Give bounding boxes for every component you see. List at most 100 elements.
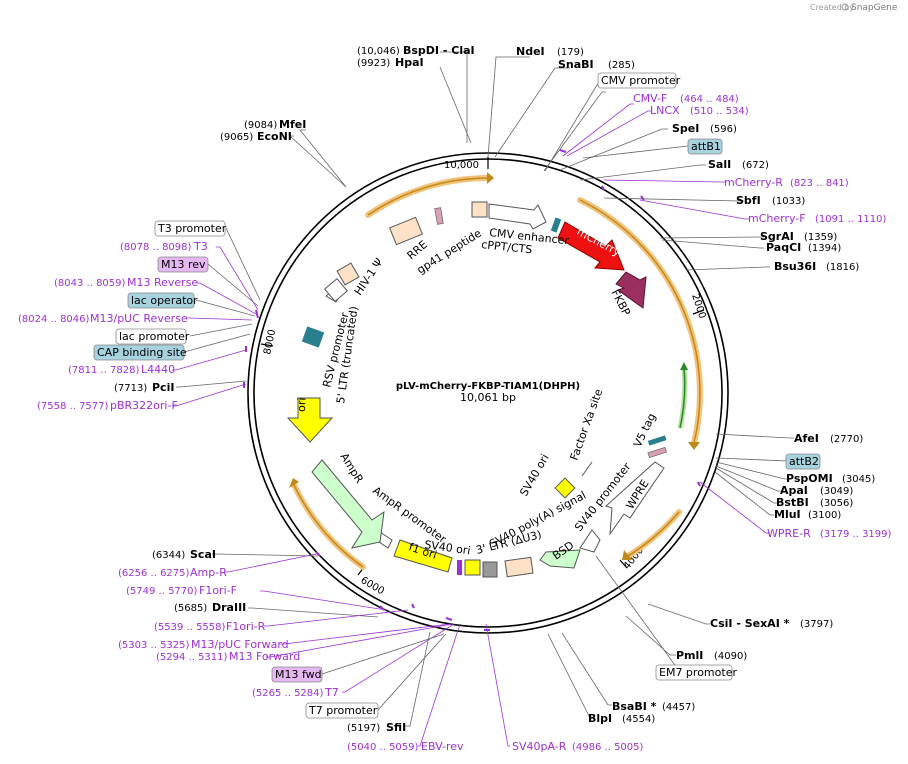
enzyme-csii-sexai-name: CsiI - SexAI * [710,617,790,630]
enzyme-sfii-name: SfiI [386,721,406,734]
box-lac-promoter [115,328,187,345]
primer-l4440-pos: (7811 .. 7828) [68,365,140,376]
enzyme-econi-pos: (9065) [220,132,253,143]
feature-cmv-enhancer [488,203,547,230]
label-sv40-ori: SV40 ori [424,538,472,557]
box-cap-site [93,344,185,361]
box-attb2-text: attB2 [789,455,819,468]
primer-m13-reverse-name: M13 Reverse [127,276,198,289]
enzyme-bstbi-pos: (3056) [820,498,853,509]
box-cmv-promoter-text: CMV promoter [601,74,681,87]
primer-ebv-rev-pos: (5040 .. 5059) [347,742,419,753]
label-sv40-ori-inner: SV40 ori [517,452,551,499]
primer-wpre-r-pos: (3179 .. 3199) [820,529,892,540]
enzyme-scai-name: ScaI [190,548,216,561]
enzyme-afei-name: AfeI [794,432,819,445]
feature-primer-mark [457,560,462,575]
enzyme-bsabi-name: BsaBI * [612,700,657,713]
tick-label-6000: 6000 [359,575,387,597]
box-m13-rev-text: M13 rev [161,258,206,271]
primer-pbr322ori-f-pos: (7558 .. 7577) [37,401,109,412]
enzyme-mlui-name: MluI [774,508,801,521]
primer-m13puc-reverse-pos: (8024 .. 8046) [18,314,90,325]
feature-sv40-polya-box [482,561,498,578]
box-t3-promoter-text: T3 promoter [157,222,227,235]
feature-fkbp-arrow [615,271,647,309]
enzyme-mlui-pos: (3100) [808,510,841,521]
enzyme-draiii-name: DraIII [212,601,246,614]
enzyme-ndei-name: NdeI [516,45,545,58]
feature-ltr5-mark [301,326,325,348]
feature-sv40-ori-inner-box [554,477,576,499]
tick-label-8000: 8000 [262,328,278,355]
primer-l4440-name: L4440 [141,363,175,376]
enzyme-pspomi-pos: (3045) [842,474,875,485]
feature-factor-xa-mark [581,461,593,477]
box-attb1-text: attB1 [691,140,721,153]
enzyme-sali-pos: (672) [742,160,769,171]
primer-labels-right: CMV-F (464 .. 484) LNCX (510 .. 534) mCh… [633,92,892,540]
box-t7-promoter-text: T7 promoter [308,704,378,717]
enzyme-mfei-pos: (9084) [244,120,277,131]
enzyme-bsu36i-name: Bsu36I [774,260,816,273]
enzyme-ndei-pos: (179) [557,47,584,58]
primer-f1ori-f-name: F1ori-F [199,584,237,597]
primer-amp-r-pos: (6256 .. 6275) [118,568,190,579]
primer-labels-bottom: (5040 .. 5059) EBV-rev SV40pA-R (4986 ..… [347,740,644,753]
enzyme-labels-right: (179) NdeI (285) SnaBI SpeI (596) SalI (… [516,45,875,725]
feature-bsd-arrow [539,549,581,569]
primer-pbr322ori-f-name: pBR322ori-F [110,399,178,412]
enzyme-hpai-name: HpaI [395,56,424,69]
enzyme-pmli-pos: (4090) [714,651,747,662]
feature-3ltr-box [504,556,534,578]
box-em7-promoter-text: EM7 promoter [659,666,737,679]
primer-mcherry-r-pos: (823 .. 841) [790,178,849,189]
box-m13-fwd [271,666,323,683]
label-cppt: cPPT/CTS [481,238,533,256]
primer-amp-r-name: Amp-R [190,566,227,579]
feature-attb1-mark [550,217,562,233]
primer-cmv-f-pos: (464 .. 484) [680,94,739,105]
feature-gp41-mark [434,207,444,225]
primer-mcherry-f-name: mCherry-F [748,212,806,225]
enzyme-paqci-pos: (1394) [808,243,841,254]
enzyme-spei-pos: (596) [710,124,737,135]
enzyme-pcii-pos: (7713) [114,383,147,394]
feature-sv40-promoter-arrow [579,529,601,553]
box-lac-operator [127,292,195,309]
enzyme-snabi-name: SnaBI [558,58,594,71]
primer-lncx-pos: (510 .. 534) [690,106,749,117]
feature-sv40-ori-box [464,559,481,576]
primer-m13-reverse-pos: (8043 .. 8059) [54,278,126,289]
enzyme-draiii-pos: (5685) [174,603,207,614]
box-em7-promoter [655,664,733,681]
enzyme-sbfi-pos: (1033) [772,196,805,207]
feature-box-upstream [336,262,360,286]
primer-t7-pos: (5265 .. 5284) [252,688,324,699]
green-orf-arc-core [679,367,686,429]
enzyme-pcii-name: PciI [152,381,174,394]
enzyme-claI-pos: (10,046) [357,46,400,57]
feature-ori-arrow [286,397,334,443]
primer-lncx-name: LNCX [650,104,680,117]
box-m13-rev [157,256,209,273]
tick-marks [260,157,705,576]
primer-wpre-r-name: WPRE-R [767,527,811,540]
primer-t3-name: T3 [193,240,208,253]
primer-m13puc-reverse-name: M13/pUC Reverse [90,312,188,325]
primer-t3-pos: (8078 .. 8098) [120,242,192,253]
feature-f1-ori-arrow [393,539,453,573]
tick-label-2000: 2000 [689,293,707,321]
box-lac-promoter-text: lac promoter [119,330,190,343]
enzyme-csii-sexai-pos: (3797) [800,619,833,630]
enzyme-apai-pos: (3049) [820,486,853,497]
orf-arrow-head-1 [487,172,494,184]
enzyme-blpi-pos: (4554) [622,714,655,725]
box-cap-site-text: CAP binding site [97,346,187,359]
primer-sv40pa-r-name: SV40pA-R [512,740,567,753]
primer-ebv-rev-name: EBV-rev [421,740,464,753]
primer-f1ori-f-pos: (5749 .. 5770) [126,586,198,597]
orf-arcs-core [293,177,701,568]
feature-box-cppt [471,201,488,218]
